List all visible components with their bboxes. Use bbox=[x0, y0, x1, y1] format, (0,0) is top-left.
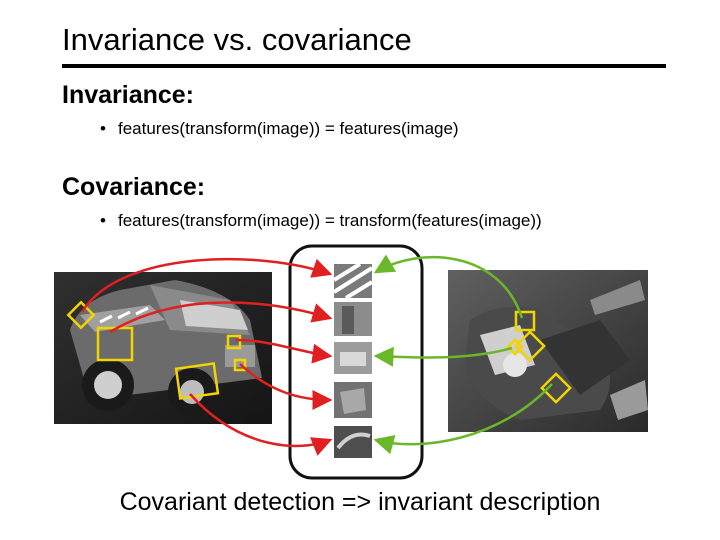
right-box-1 bbox=[514, 310, 536, 332]
right-box-2 bbox=[514, 330, 546, 362]
left-box-5 bbox=[233, 358, 247, 372]
caption: Covariant detection => invariant descrip… bbox=[119, 488, 601, 516]
left-photo bbox=[54, 272, 272, 424]
covariance-heading: Covariance: bbox=[62, 173, 206, 201]
right-box-4 bbox=[540, 372, 572, 404]
right-detection-boxes bbox=[506, 310, 572, 404]
red-arrow-3 bbox=[235, 338, 333, 364]
title-rule bbox=[62, 64, 666, 68]
red-arrows bbox=[80, 257, 333, 456]
patch-1 bbox=[332, 262, 374, 300]
covariance-bullet-text: features(transform(image)) = transform(f… bbox=[118, 211, 542, 230]
green-arrows bbox=[373, 254, 553, 455]
patch-4 bbox=[334, 382, 372, 418]
green-arrow-1 bbox=[373, 254, 524, 319]
red-arrow-1 bbox=[80, 257, 333, 313]
patch-2 bbox=[334, 302, 372, 336]
red-arrow-5 bbox=[189, 393, 333, 456]
invariance-bullet: • features(transform(image)) = features(i… bbox=[100, 118, 459, 140]
green-arrow-2 bbox=[373, 346, 513, 367]
red-arrow-2 bbox=[109, 301, 333, 334]
slide-title: Invariance vs. covariance bbox=[62, 22, 412, 57]
left-box-1 bbox=[66, 300, 96, 330]
patch-5 bbox=[334, 426, 372, 458]
red-arrow-4 bbox=[239, 363, 333, 410]
bullet-icon: • bbox=[100, 119, 106, 138]
patch-3 bbox=[334, 342, 372, 374]
bullet-icon: • bbox=[100, 211, 106, 230]
right-photo bbox=[448, 270, 648, 432]
invariance-heading: Invariance: bbox=[62, 81, 195, 109]
green-arrow-3 bbox=[373, 383, 553, 455]
left-box-4 bbox=[226, 334, 242, 350]
left-detection-boxes bbox=[66, 300, 247, 400]
invariance-bullet-text: features(transform(image)) = features(im… bbox=[118, 119, 459, 138]
right-box-3 bbox=[506, 338, 524, 356]
covariance-bullet: • features(transform(image)) = transform(… bbox=[100, 210, 542, 232]
left-box-3 bbox=[174, 362, 220, 400]
